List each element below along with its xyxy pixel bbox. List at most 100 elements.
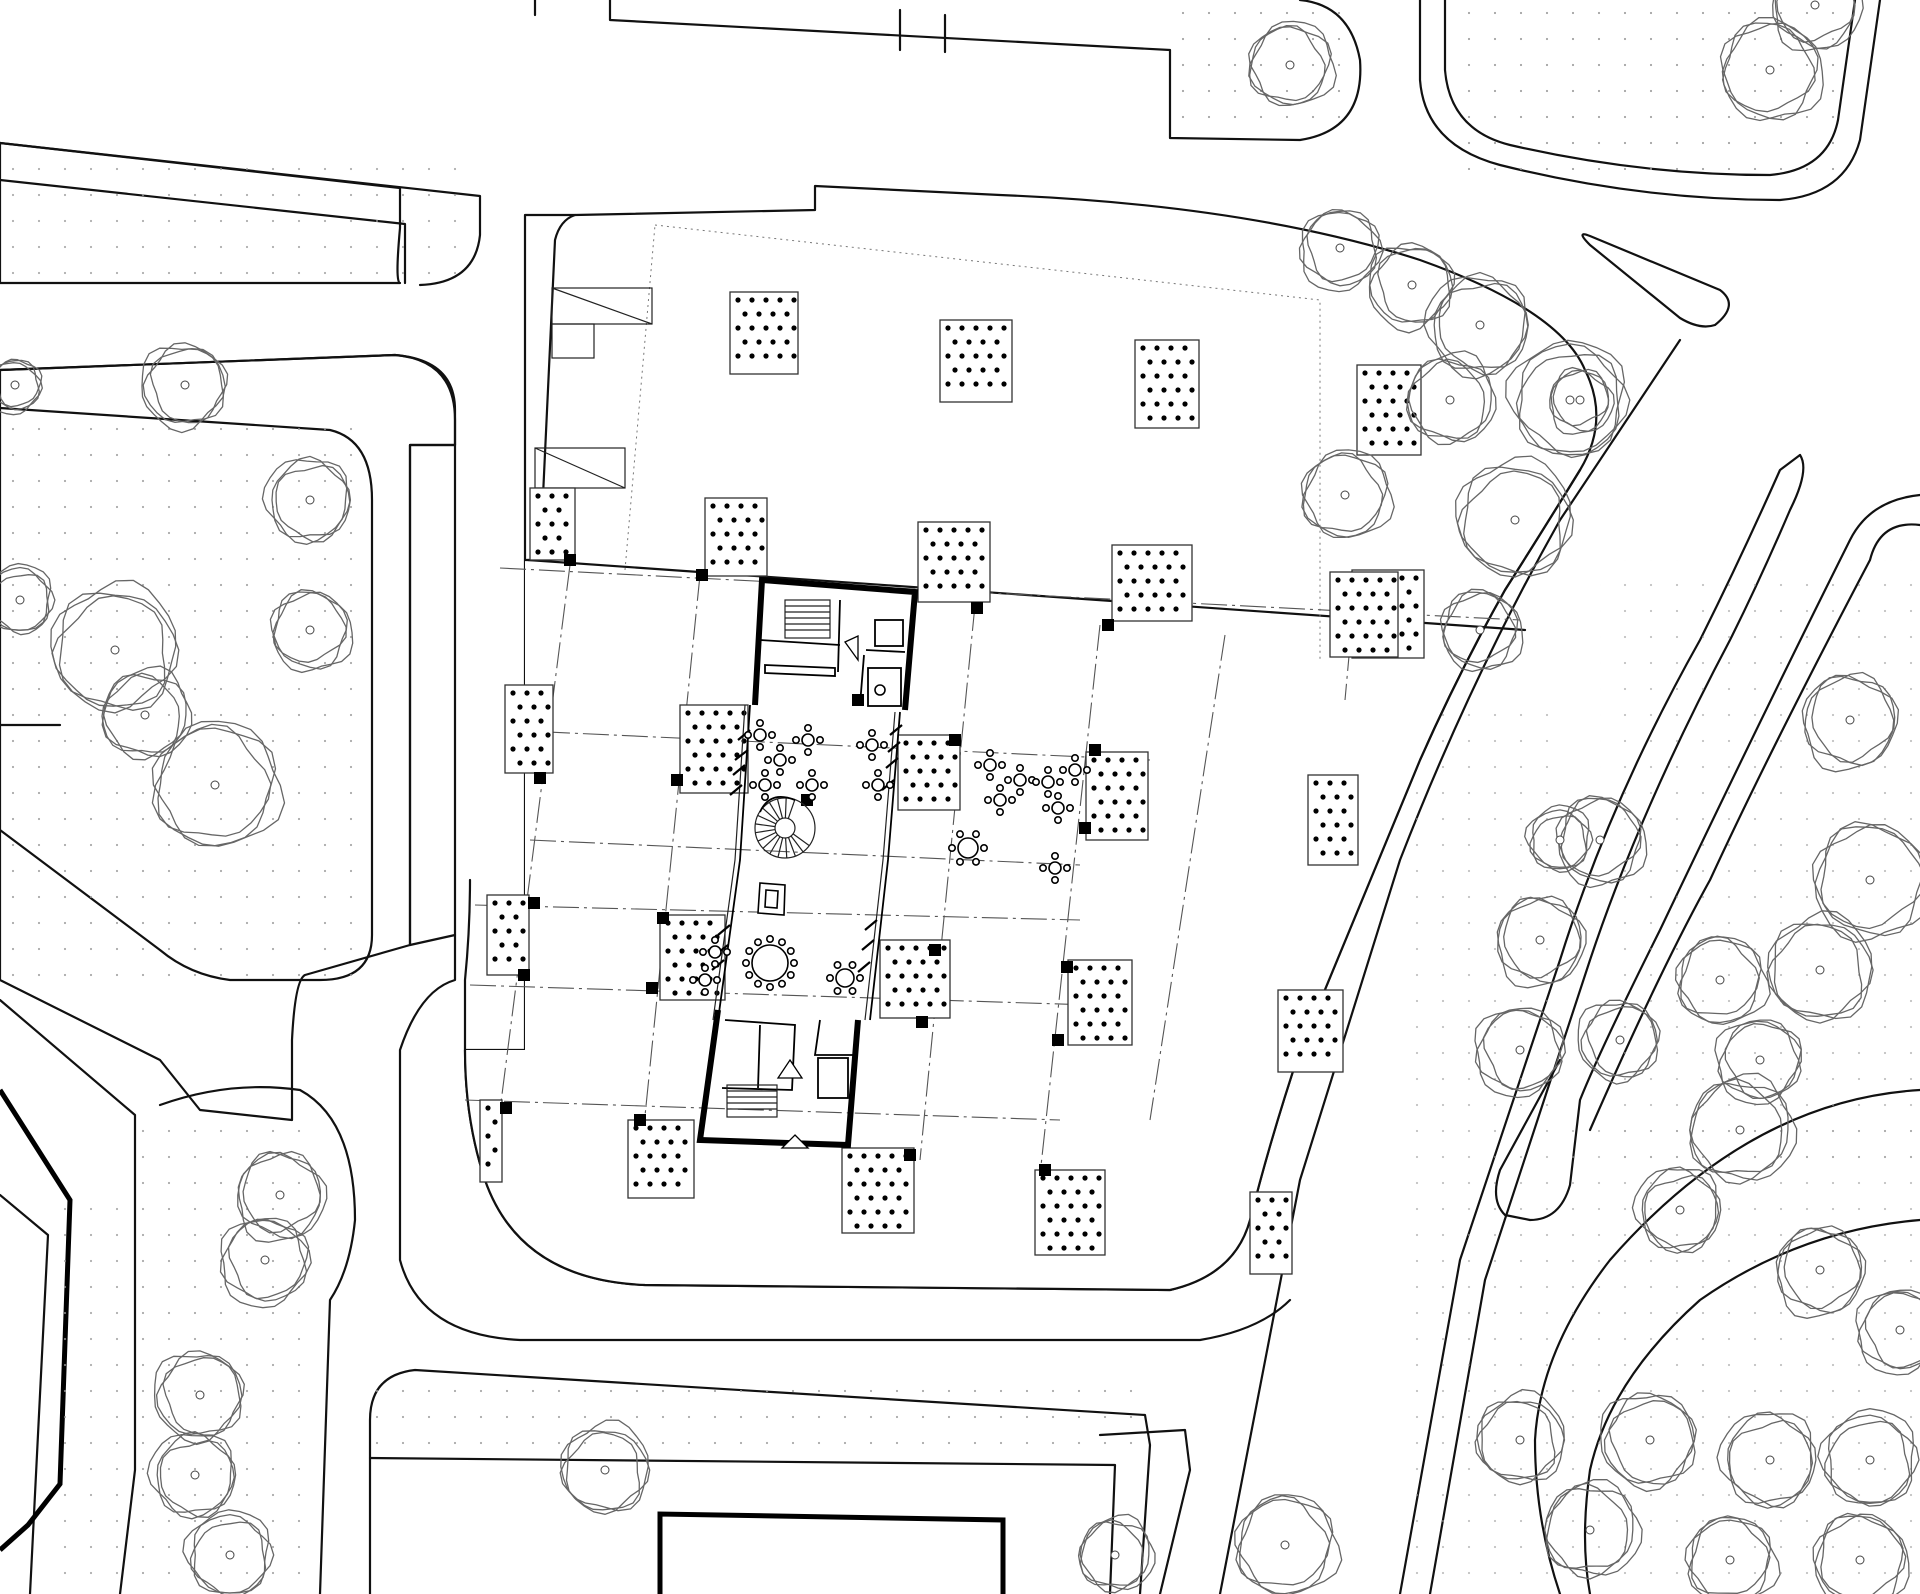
plaza-west-edge bbox=[523, 213, 577, 562]
planter-bed-icon bbox=[841, 1147, 915, 1234]
tree-canopy-icon bbox=[153, 1350, 245, 1446]
tree-canopy-icon bbox=[1423, 271, 1529, 380]
tree-canopy-icon bbox=[219, 1217, 312, 1309]
upper-wc bbox=[867, 667, 902, 707]
planter-bed-icon bbox=[504, 684, 554, 774]
tree-canopy-icon bbox=[0, 562, 56, 636]
column-icon bbox=[1102, 619, 1114, 631]
grid-line bbox=[504, 729, 1151, 761]
tree-canopy-icon bbox=[1234, 1494, 1343, 1594]
column-icon bbox=[500, 1102, 512, 1114]
grid-line bbox=[529, 839, 1081, 866]
column-icon bbox=[916, 1016, 928, 1028]
pavilion-building bbox=[688, 576, 1092, 1149]
enclosure-east-inner bbox=[864, 711, 896, 1021]
round-table-icon bbox=[763, 743, 796, 776]
upper-counter bbox=[764, 664, 836, 677]
planter-bed-icon bbox=[939, 319, 1013, 403]
round-table-icon bbox=[791, 723, 824, 756]
tree-canopy-icon bbox=[0, 358, 43, 416]
column-icon bbox=[1079, 822, 1091, 834]
round-table-icon bbox=[855, 728, 888, 761]
tree-canopy-icon bbox=[1812, 1512, 1910, 1594]
tree-canopy-icon bbox=[1811, 821, 1920, 943]
planter-bed-icon bbox=[1356, 364, 1422, 456]
lower-core-inner bbox=[721, 1019, 855, 1091]
tree-canopy-icon bbox=[1474, 1007, 1566, 1099]
lower-core-walls bbox=[696, 1009, 861, 1149]
column-icon bbox=[904, 1149, 916, 1161]
columns bbox=[500, 554, 1114, 1176]
curb-roundabout-left bbox=[158, 1086, 357, 1594]
planter-bed-icon bbox=[627, 1119, 695, 1199]
road-left-curb bbox=[398, 933, 1292, 1342]
tree-canopy-icon bbox=[1772, 0, 1864, 52]
column-icon bbox=[929, 944, 941, 956]
door-hatches bbox=[711, 724, 903, 973]
tree-canopy-icon bbox=[1631, 1166, 1722, 1254]
entrance-arrow-icon bbox=[844, 634, 859, 663]
left-park-outline bbox=[0, 353, 457, 447]
tree-canopy-icon bbox=[1714, 1019, 1802, 1106]
planter-bed-icon bbox=[1134, 339, 1200, 429]
tree-canopy-icon bbox=[237, 1150, 328, 1243]
tree-canopy-icon bbox=[1455, 455, 1574, 578]
ramp-upper bbox=[551, 287, 653, 359]
planter-bed-icon bbox=[917, 521, 991, 603]
round-table-icon bbox=[973, 748, 1006, 781]
tree-canopy-icon bbox=[1549, 366, 1615, 435]
texture-left-corridor bbox=[50, 1200, 130, 1594]
tree-canopy-icon bbox=[1248, 20, 1337, 107]
tree-canopy-icon bbox=[50, 579, 180, 714]
tree-canopy-icon bbox=[101, 665, 193, 761]
tree-canopy-icon bbox=[141, 342, 229, 434]
tree-canopy-icon bbox=[1474, 1388, 1566, 1486]
tree-canopy-icon bbox=[1577, 999, 1661, 1085]
tree-canopy-icon bbox=[1405, 350, 1497, 446]
tree-canopy-icon bbox=[261, 455, 352, 545]
planter-bed-icon bbox=[1277, 989, 1344, 1073]
tree-canopy-icon bbox=[1716, 1411, 1817, 1509]
tree-canopy-icon bbox=[1684, 1515, 1781, 1594]
column-icon bbox=[1039, 1164, 1051, 1176]
planter-bed-icon bbox=[729, 291, 799, 375]
grid-line bbox=[919, 604, 976, 1161]
column-icon bbox=[971, 602, 983, 614]
round-table-icon bbox=[795, 768, 828, 801]
round-table-icon bbox=[748, 768, 781, 801]
tree-canopy-icon bbox=[1817, 1408, 1920, 1507]
lower-stair bbox=[726, 1084, 778, 1118]
tree-canopy-icon bbox=[1439, 588, 1524, 673]
tree-canopy-icon bbox=[1674, 935, 1771, 1026]
grid-line bbox=[499, 564, 571, 1111]
lower-wc bbox=[817, 1057, 849, 1099]
tree-canopy-icon bbox=[1496, 895, 1587, 989]
round-table-icon bbox=[1059, 753, 1092, 786]
round-table-icon bbox=[688, 963, 721, 996]
entrance-arrow-icon bbox=[780, 1134, 810, 1149]
column-icon bbox=[518, 969, 530, 981]
round-table-icon bbox=[698, 935, 731, 968]
furniture bbox=[688, 718, 1092, 996]
planter-bed-icon bbox=[897, 734, 961, 811]
plaza-dotted-limit bbox=[624, 224, 1321, 660]
tree-canopy-icon bbox=[1775, 1225, 1867, 1319]
tree-canopy-icon bbox=[559, 1419, 651, 1515]
texture-top-center bbox=[1170, 10, 1360, 135]
column-icon bbox=[696, 569, 708, 581]
planter-beds bbox=[479, 291, 1425, 1275]
tree-canopy-icon bbox=[1719, 16, 1824, 122]
column-icon bbox=[564, 554, 576, 566]
upper-core-inner bbox=[759, 599, 906, 706]
planter-bed-icon bbox=[1329, 571, 1399, 658]
block-top-right bbox=[1418, 0, 1882, 202]
upper-lift bbox=[874, 619, 904, 647]
tree-canopy-icon bbox=[1600, 1392, 1697, 1493]
planter-bed-icon bbox=[1249, 1191, 1293, 1275]
tree-canopy-icon bbox=[182, 1509, 275, 1594]
round-table-icon bbox=[741, 934, 798, 991]
tree-canopy-icon bbox=[1077, 1513, 1156, 1594]
